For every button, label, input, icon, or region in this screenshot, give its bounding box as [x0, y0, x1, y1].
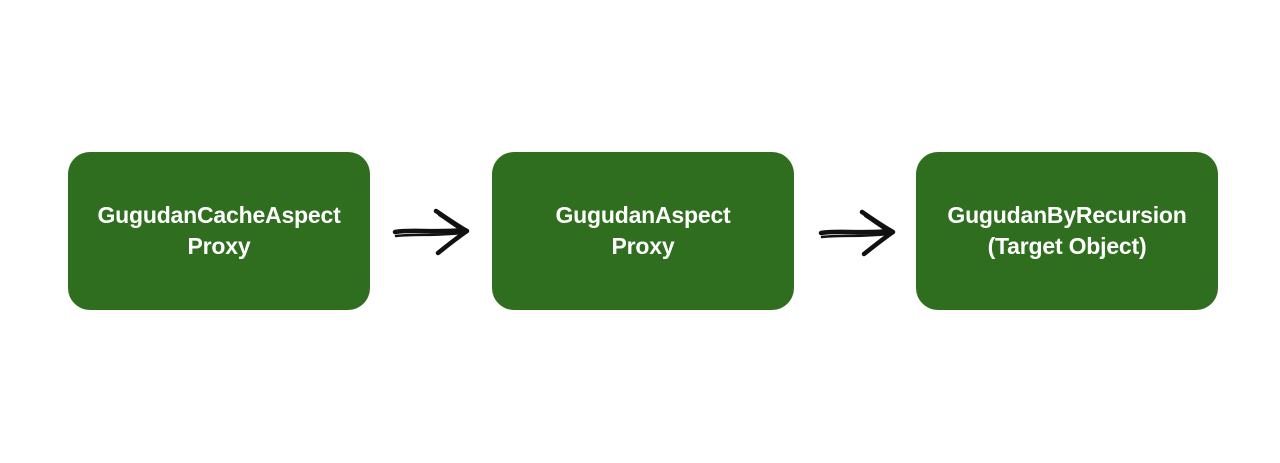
node-gugudan-cache-aspect-proxy: GugudanCacheAspect Proxy: [68, 152, 370, 310]
node-gugudan-aspect-proxy: GugudanAspect Proxy: [492, 152, 794, 310]
arrow-right-icon: [392, 208, 470, 256]
node-label-line2: Proxy: [187, 233, 251, 259]
node-label-line1: GugudanAspect: [555, 202, 731, 228]
node-label-line2: Proxy: [611, 233, 675, 259]
node-label-line2: (Target Object): [987, 233, 1147, 259]
arrow-right-icon: [818, 209, 896, 257]
node-label-line1: GugudanByRecursion: [947, 202, 1187, 228]
node-gugudan-by-recursion-target: GugudanByRecursion (Target Object): [916, 152, 1218, 310]
node-label-line1: GugudanCacheAspect: [97, 202, 341, 228]
